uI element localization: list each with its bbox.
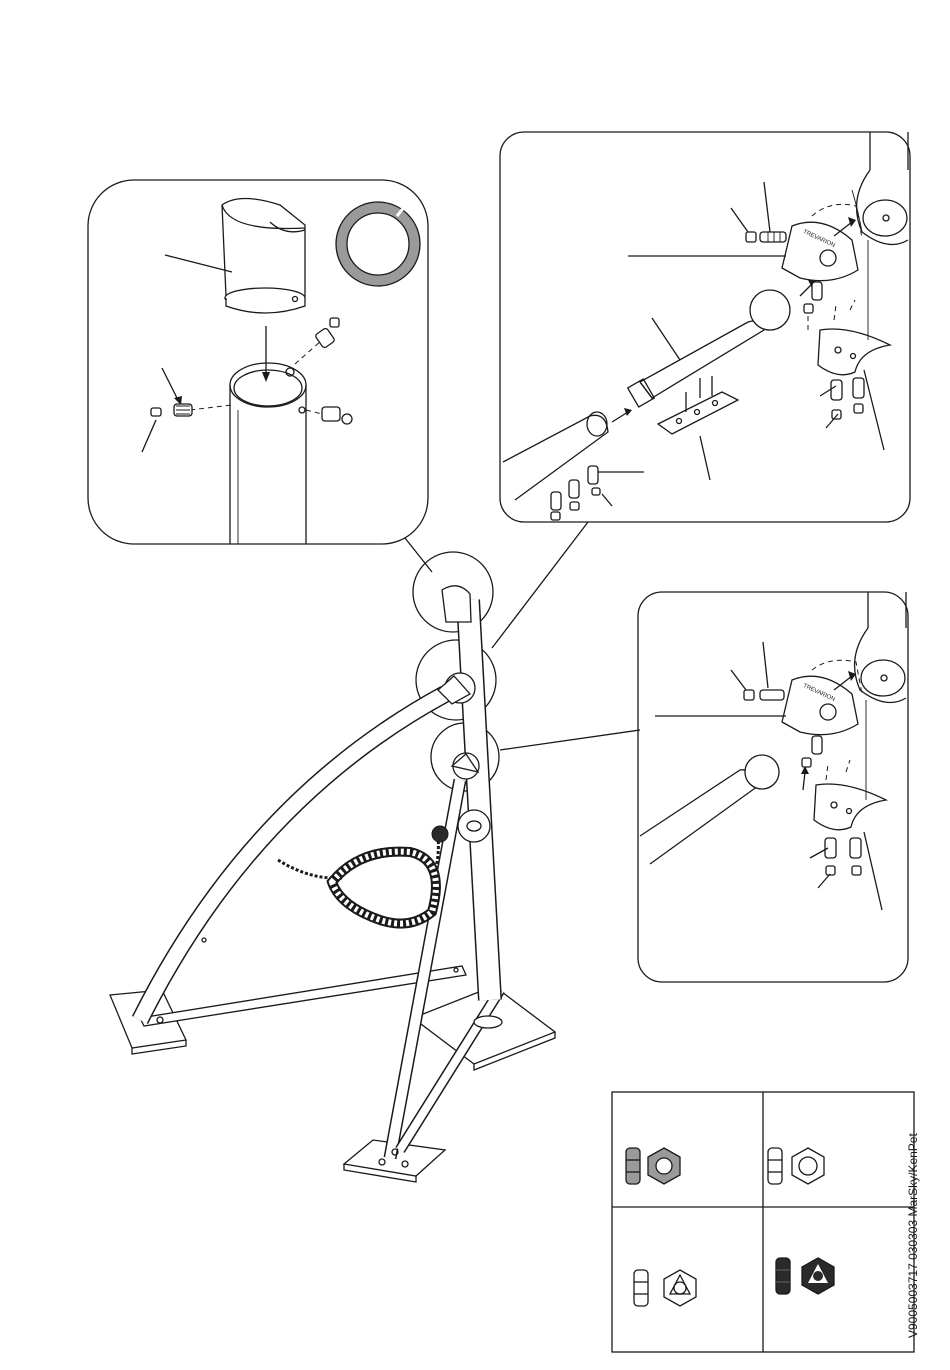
document-reference-code: V9005003717 030303 MarSky/KenPet xyxy=(906,1078,930,1338)
detail-lower-joint: TREVARION xyxy=(500,592,908,982)
bolt-c1-icon xyxy=(760,690,784,700)
bolt-b4-icon xyxy=(853,378,864,413)
bolt-b3-icon xyxy=(831,380,842,419)
detail-pole-cap xyxy=(88,180,432,572)
joint-lower xyxy=(452,753,479,779)
detail-upper-joint: TREVARION xyxy=(492,132,910,648)
main-pole-cap xyxy=(442,586,471,622)
bolt-left-icon xyxy=(174,404,192,416)
joint-mid xyxy=(458,810,490,842)
bolt-b6-icon xyxy=(569,480,579,510)
hardware-legend-table xyxy=(612,1092,914,1352)
bolt-b5-icon xyxy=(551,492,561,520)
nut-b1-icon xyxy=(746,232,756,242)
main-pole xyxy=(468,600,490,1000)
bolt-c4-icon xyxy=(850,838,861,875)
nut-upper-icon xyxy=(330,318,339,327)
tire-swing xyxy=(332,826,448,924)
bolt-b1-icon xyxy=(760,232,786,242)
bolt-c3-icon xyxy=(825,838,836,875)
pole-cap-part xyxy=(222,199,305,314)
nut-left-icon xyxy=(151,408,161,416)
tube-cross-section xyxy=(336,202,420,286)
nut-c1-icon xyxy=(744,690,754,700)
main-assembly xyxy=(110,552,555,1182)
curved-arch xyxy=(140,694,445,1020)
